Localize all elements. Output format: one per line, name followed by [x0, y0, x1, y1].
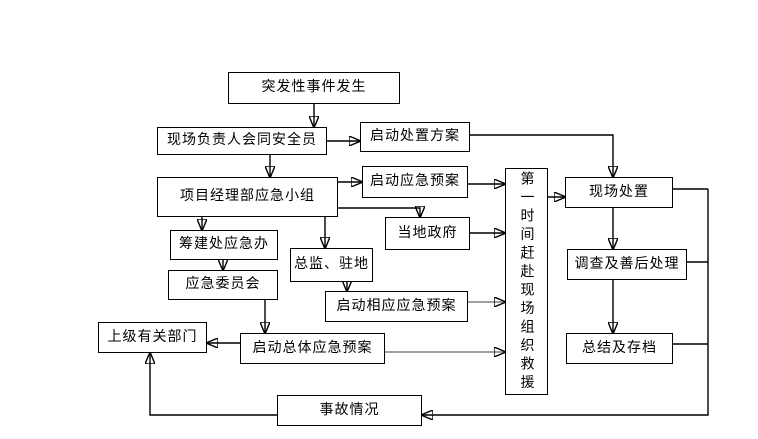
node-start-corresponding-plan: 启动相应应急预案	[325, 291, 468, 322]
node-site-disposal: 现场处置	[565, 177, 673, 208]
node-superior-departments: 上级有关部门	[98, 322, 207, 353]
node-local-government: 当地政府	[385, 217, 470, 250]
node-start-overall-plan: 启动总体应急预案	[240, 333, 385, 364]
node-incident: 突发性事件发生	[228, 72, 400, 104]
node-first-time-rescue: 第一时间赶赴现场组织救援	[505, 168, 548, 395]
connector-project-team-to-local-government	[338, 208, 420, 217]
node-investigation: 调查及善后处理	[567, 249, 687, 280]
node-project-team: 项目经理部应急小组	[157, 177, 338, 217]
node-site-leader: 现场负责人会同安全员	[157, 127, 327, 155]
node-prep-office: 筹建处应急办	[170, 230, 278, 260]
node-emergency-committee: 应急委员会	[168, 270, 278, 300]
node-start-disposal-plan: 启动处置方案	[360, 122, 470, 152]
node-summary-archive: 总结及存档	[566, 333, 673, 364]
node-accident-situation: 事故情况	[277, 395, 422, 426]
node-start-emergency-plan: 启动应急预案	[362, 166, 468, 198]
node-supervisor-resident: 总监、驻地	[290, 248, 373, 282]
